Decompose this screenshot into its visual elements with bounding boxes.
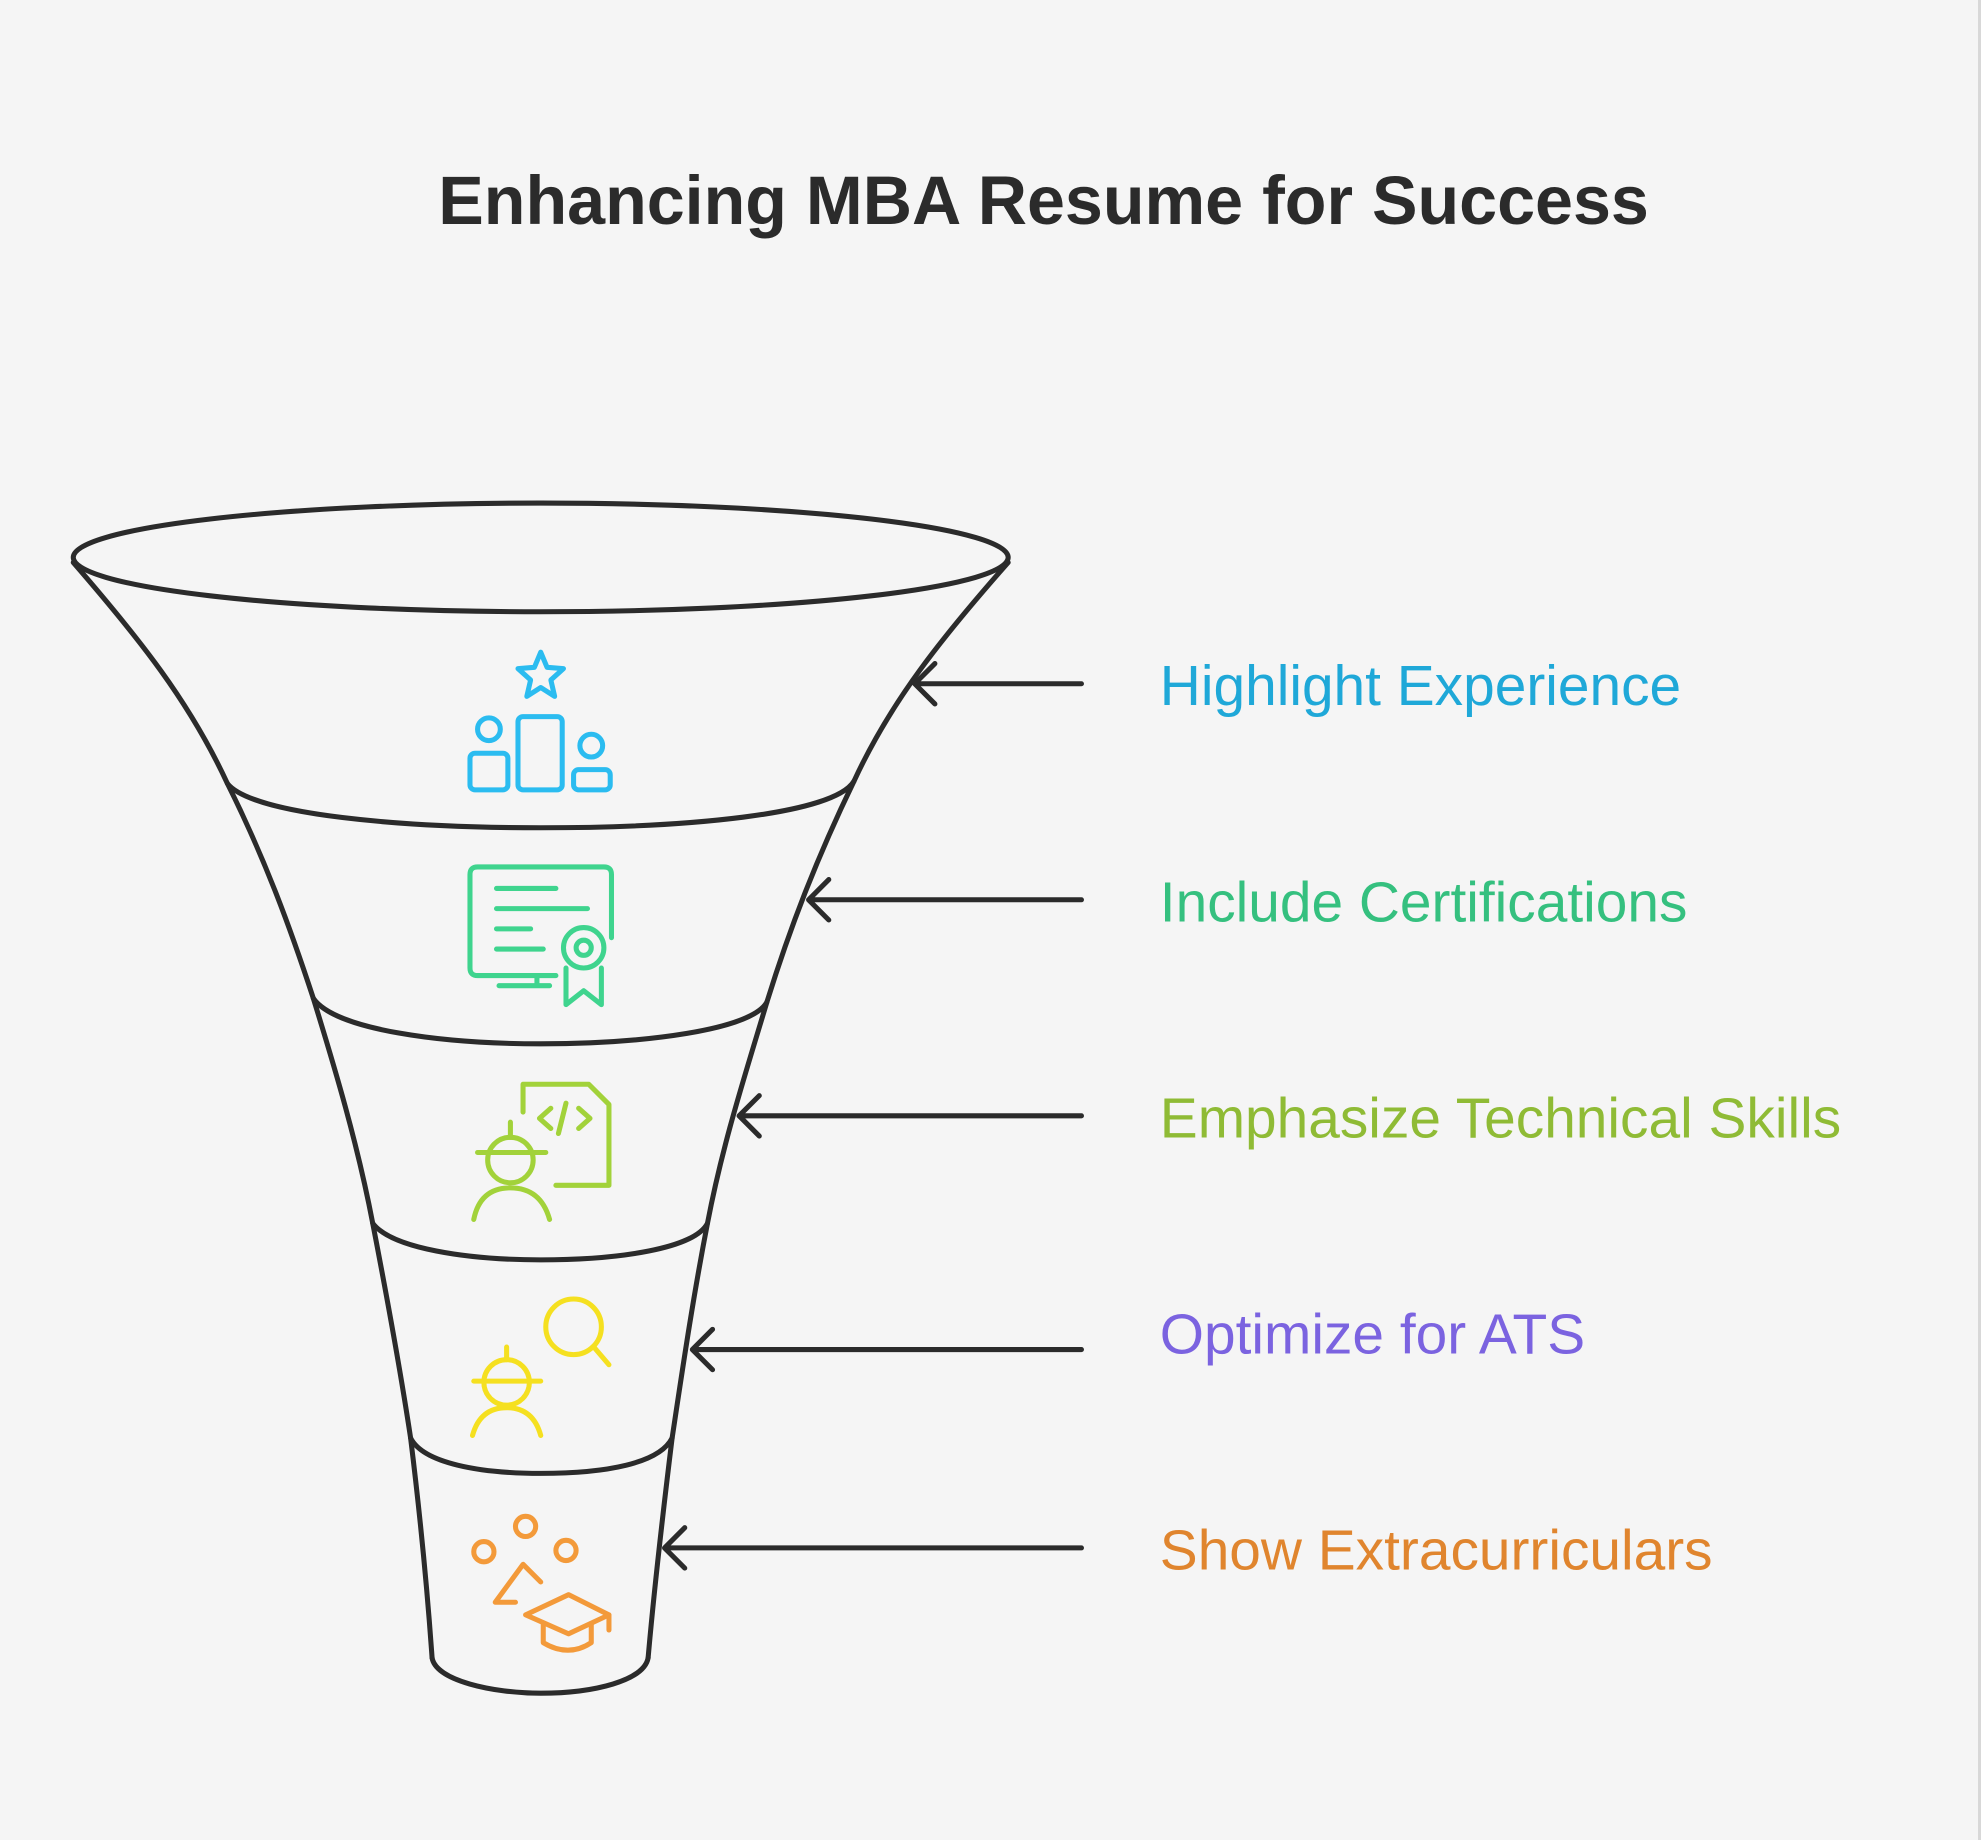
arrow-5: [662, 1525, 1084, 1571]
funnel: [70, 500, 1011, 1696]
stage-label-include-certifications: Include Certifications: [1160, 871, 1688, 934]
arrow-2: [806, 877, 1084, 923]
funnel-right-edge: [645, 559, 1011, 1661]
funnel-band-2: [310, 995, 770, 1047]
arrow-3: [736, 1093, 1084, 1139]
stage-label-technical-skills: Emphasize Technical Skills: [1160, 1087, 1841, 1150]
worker-search-icon: [469, 1296, 612, 1438]
arrow-1: [912, 661, 1084, 707]
stage-label-optimize-ats: Optimize for ATS: [1160, 1303, 1585, 1366]
funnel-band-3: [370, 1220, 711, 1263]
certificate-icon: [467, 864, 615, 1008]
stage-label-extracurriculars: Show Extracurriculars: [1160, 1519, 1713, 1582]
funnel-band-1: [224, 778, 857, 831]
arrow-4: [689, 1326, 1084, 1373]
stage-label-highlight-experience: Highlight Experience: [1160, 655, 1681, 718]
funnel-rim: [70, 500, 1011, 615]
arrows: [662, 661, 1084, 1571]
right-border: [1978, 0, 1981, 1840]
engineer-code-icon: [471, 1081, 612, 1222]
funnel-band-4: [408, 1435, 675, 1476]
podium-star-icon: [467, 649, 613, 793]
funnel-bottom: [429, 1655, 651, 1696]
graduation-activities-icon: [471, 1513, 612, 1653]
diagram-title: Enhancing MBA Resume for Success: [438, 163, 1649, 239]
funnel-left-edge: [70, 559, 435, 1661]
